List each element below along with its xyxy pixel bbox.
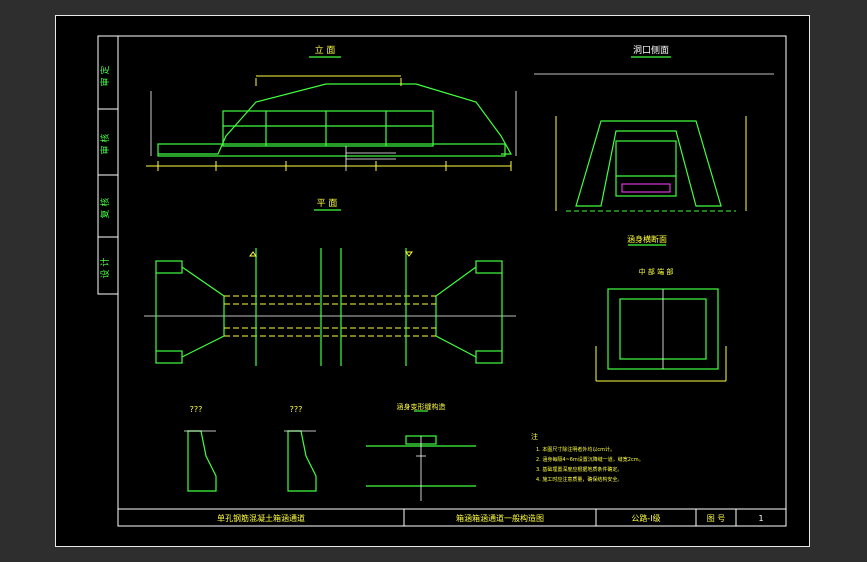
portal-view bbox=[534, 56, 774, 212]
title-sheet-label: 图 号 bbox=[707, 514, 726, 523]
title-project: 单孔钢筋混凝土箱涵通道 bbox=[217, 513, 305, 523]
notes-heading: 注 bbox=[531, 432, 538, 441]
note-line: 2. 涵身每隔4~6m设置沉降缝一道，缝宽2cm。 bbox=[536, 456, 644, 463]
drawing-sheet: 审 定 审 核 复 核 设 计 立 面 平 面 洞口侧面 涵身横断面 中 部 端… bbox=[55, 15, 810, 547]
title-drawing-name: 箱涵箱涵通道一般构造图 bbox=[456, 513, 544, 523]
joint-title: 涵身变形缝构造 bbox=[397, 402, 446, 411]
drawing-canvas bbox=[97, 35, 787, 527]
title-sheet-no: 1 bbox=[758, 514, 763, 523]
side-label-review: 审 核 bbox=[99, 134, 111, 155]
side-block bbox=[97, 35, 119, 295]
title-grade: 公路-Ⅰ级 bbox=[631, 513, 660, 523]
portal-title: 洞口侧面 bbox=[633, 44, 669, 56]
plan-title: 平 面 bbox=[317, 198, 338, 209]
side-label-check: 复 核 bbox=[99, 198, 111, 219]
wing-wall-details bbox=[184, 430, 317, 492]
section-view bbox=[595, 244, 727, 382]
section-subtitle: 中 部 端 部 bbox=[639, 267, 674, 276]
note-line: 1. 本图尺寸除注明者外均以cm计。 bbox=[536, 446, 615, 453]
section-title: 涵身横断面 bbox=[627, 234, 667, 244]
side-label-approve: 审 定 bbox=[99, 66, 111, 87]
elevation-view bbox=[146, 56, 517, 171]
plan-view bbox=[144, 209, 516, 366]
note-line: 3. 基础埋置深度应根据地质条件确定。 bbox=[536, 466, 622, 473]
note-line: 4. 施工时应注意质量，确保结构安全。 bbox=[536, 476, 622, 483]
wing-b-title: ??? bbox=[290, 405, 303, 414]
joint-detail bbox=[366, 410, 476, 501]
wing-a-title: ??? bbox=[190, 405, 203, 414]
elevation-title: 立 面 bbox=[315, 44, 336, 56]
side-label-design: 设 计 bbox=[99, 258, 111, 279]
text-layer: 审 定 审 核 复 核 设 计 立 面 平 面 洞口侧面 涵身横断面 中 部 端… bbox=[99, 44, 764, 523]
